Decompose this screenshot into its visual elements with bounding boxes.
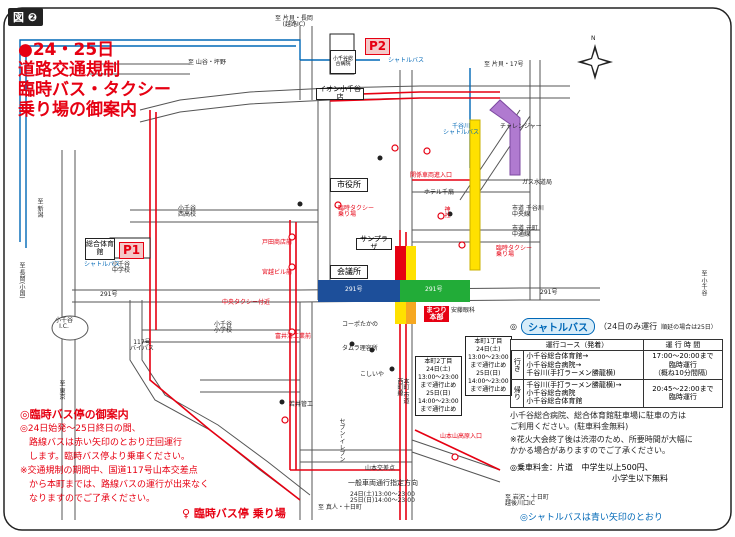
bus-notes-line: します。臨時バス停より乗車ください。 <box>20 452 190 462</box>
koshiya: こしいや <box>360 371 385 378</box>
general-vehicle-direction: 一般車両通行指定方向 <box>348 479 418 487</box>
ojiya-ic: 小千谷 I.C. <box>55 317 74 330</box>
honmachi-road: 本町 市道 西町線 <box>396 378 409 404</box>
tamura: タムラ理容所 <box>342 345 378 352</box>
stop-chuo-taxi: 中央タクシー付近 <box>222 299 271 306</box>
row2-dir: 帰り <box>509 378 525 408</box>
bus-stop-pin-icon: ♀ <box>182 507 194 520</box>
row2-course: 千谷川(手打ラーメン勝龍横)→ 小千谷総合病院 小千谷総合体育館 <box>523 378 644 408</box>
dir-iwasawa: 至 岩沢・十日町 越後川口IC <box>505 494 549 507</box>
festival-hq: まつり 本部 <box>424 306 449 322</box>
page-title: ●24・25日 道路交通規制 臨時バス・タクシー 乗り場の御案内 <box>18 40 171 120</box>
shrine-label: 神社 <box>443 206 450 218</box>
bus-notes: ◎臨時バス停の御案内 ◎24日始発～25日終日の間、 路線バスは赤い矢印のとおり… <box>20 408 209 506</box>
motomachi-road: 市道 元町 中通線 <box>512 225 538 238</box>
taxi-stand-west: 臨時タクシー 乗り場 <box>338 205 375 218</box>
hospital-building: 小千谷総合病院 <box>330 50 356 74</box>
fare-label: ◎乗車料金：片道 <box>510 462 573 472</box>
yamamoto-crossing: 山本交差点 <box>365 465 396 472</box>
route-291-green: 291号 <box>425 286 443 293</box>
kaigisho: 会議所 <box>330 265 368 279</box>
bus-notes-head: ◎臨時バス停の御案内 <box>20 408 129 421</box>
shuttle-panel: ◎ シャトルバス （24日のみ運行 順延の場合は25日） 運行コース（発着） 運… <box>509 318 725 484</box>
shuttle-note-2: ※花火大会終了後は渋滞のため、所要時間が大幅に かかる場合がありますのでご了承く… <box>510 434 693 455</box>
aeon-store: イオン小千谷店 <box>316 85 364 101</box>
dir-mahito: 至 真人・十日町 <box>318 504 362 511</box>
wakai: 若井管工 <box>289 401 314 408</box>
bus-notes-line: ※交通規制の期間中、国道117号山本交差点 <box>20 466 198 476</box>
corpo-takano: コーポたかの <box>342 321 379 328</box>
title-line-3: 臨時バス・タクシー <box>18 80 171 100</box>
title-line-1: ●24・25日 <box>18 40 115 60</box>
stop-yamamoto: 山本山高原入口 <box>440 433 483 440</box>
shuttle-footnote: ◎シャトルバスは青い矢印のとおり <box>520 513 663 523</box>
bus-notes-line: から本町までは、路線バスの運行が出来なく <box>20 480 210 490</box>
shuttle-badge: シャトルバス <box>520 318 595 335</box>
figure-label: 図 ❷ <box>8 8 44 26</box>
north-label: N <box>591 35 596 42</box>
stop-miyajima: 宮越ビル前 <box>262 269 293 276</box>
stop-tomii: 富井清工業前 <box>275 333 312 340</box>
bus-stop-legend-label: 臨時バス停 乗り場 <box>193 507 286 520</box>
shuttle-stop-gym: シャトルバス <box>84 261 121 268</box>
shuttle-circle-icon: ◎ <box>510 322 517 331</box>
bus-notes-line: ◎24日始発～25日終日の間、 <box>20 424 141 434</box>
ando: 安藤眼科 <box>451 307 476 314</box>
stop-toda: 戸田商店前 <box>262 239 293 246</box>
fare-adult: 中学生以上500円、 <box>581 462 653 472</box>
col-time: 運 行 時 間 <box>642 338 724 352</box>
title-line-2: 道路交通規制 <box>18 60 120 80</box>
hospital-entrance: 関係車両進入口 <box>410 172 453 179</box>
honmachi-2-block: 本町2丁目 24日(土) 13:00～23:00 まで通行止め 25日(日) 1… <box>415 356 462 416</box>
dir-tokyo: 至 東京 <box>58 380 65 400</box>
fare-block: ◎乗車料金：片道 中学生以上500円、 小学生以下無料 <box>510 462 725 484</box>
parking-p1-badge: P1 <box>119 242 145 259</box>
shuttle-note-1: 小千谷総合病院、総合体育館駐車場に駐車の方は ご利用ください。(駐車料金無料) <box>510 410 686 431</box>
shuttle-stop-hospital: シャトルバス <box>388 57 425 64</box>
row1-course: 小千谷総合体育館→ 小千谷総合病院→ 千谷川(手打ラーメン勝龍横) <box>523 350 644 380</box>
gym-building: 総合体育館 <box>85 238 115 260</box>
fare-child: 小学生以下無料 <box>612 473 668 483</box>
shuttle-table: 運行コース（発着） 運 行 時 間 行き 小千谷総合体育館→ 小千谷総合病院→ … <box>509 338 724 408</box>
dir-kataki: 至 片貝・長岡 (越路IC) <box>275 15 313 28</box>
general-vehicle-time: 24日(土)13:00～23:00 25日(日)14:00～23:00 <box>350 491 415 504</box>
route-291-west: 291号 <box>100 291 118 298</box>
junior-high: 小千谷 中学校 <box>112 261 131 274</box>
elementary: 小千谷 小学校 <box>214 321 233 334</box>
col-course: 運行コース（発着） <box>510 338 644 352</box>
taxi-stand-east: 臨時タクシー 乗り場 <box>496 245 533 258</box>
shuttle-sub: （24日のみ運行 <box>598 322 658 331</box>
row1-dir: 行き <box>509 350 525 380</box>
shuttle-header: ◎ シャトルバス （24日のみ運行 順延の場合は25日） <box>510 318 725 335</box>
bus-notes-line: 路線バスは赤い矢印のとおり迂回運行 <box>20 438 183 448</box>
honmachi-1-block: 本町1丁目 24日(土) 13:00～23:00 まで通行止め 25日(日) 1… <box>465 336 512 396</box>
route-291-mid: 291号 <box>345 286 363 293</box>
hotel: ホテル千扇 <box>424 189 455 196</box>
dir-nagaoka: 至 長岡(小国) <box>18 262 25 299</box>
dir-kataki17: 至 片貝・17号 <box>484 61 524 68</box>
challenger: チャレンジャー <box>500 123 542 130</box>
shuttle-sub2: 順延の場合は25日） <box>661 324 717 331</box>
city-hall: 市役所 <box>330 178 368 192</box>
parking-p2-badge: P2 <box>365 38 391 55</box>
bus-notes-line: なりますのでご了承ください。 <box>20 494 156 504</box>
sunplaza: サンプラザ <box>356 235 392 251</box>
dir-shinkata: 至 新潟 <box>36 198 43 218</box>
row2-time: 20:45～22:00まで 臨時運行 <box>642 378 724 408</box>
chuo-road: 市道 千谷川 中央線 <box>512 205 544 218</box>
dir-ojiya: 至 小千谷 <box>700 270 707 296</box>
bypass-117: 117号 バイパス <box>130 339 154 352</box>
title-line-4: 乗り場の御案内 <box>18 100 137 120</box>
gas-bureau: ガス水道局 <box>522 179 553 186</box>
shuttle-stop-chiyagawa: 千谷川 シャトルバス <box>443 123 480 136</box>
seven-eleven: セブン-イレブン <box>338 418 345 463</box>
dir-yamaya: 至 山谷・坪野 <box>188 59 226 66</box>
nishi-high: 小千谷 西高校 <box>178 205 197 218</box>
bus-stop-legend: ♀ 臨時バス停 乗り場 <box>182 505 286 521</box>
row1-time: 17:00～20:00まで 臨時運行 （概ね10分間隔） <box>642 350 724 380</box>
route-291-east: 291号 <box>540 289 558 296</box>
